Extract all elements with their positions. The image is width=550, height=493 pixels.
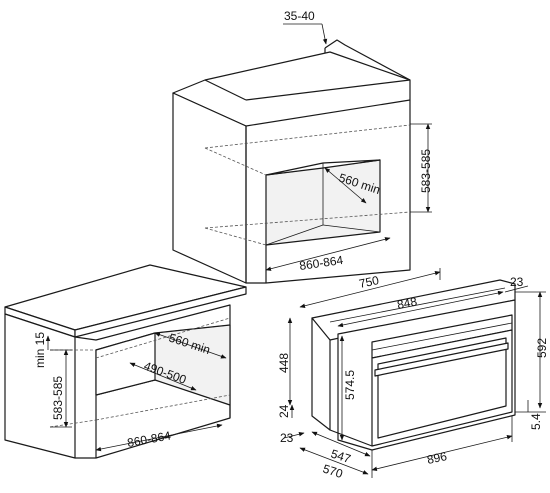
dim-wall-niche-width: 860-864 [298,253,344,273]
dim-oven-foot: 5.4 [529,413,543,430]
dim-oven-body-height: 448 [277,353,291,373]
dim-oven-total-depth: 750 [358,273,381,291]
dim-oven-height: 592 [535,338,549,358]
dim-wall-niche-height: 583-585 [419,149,433,193]
dim-oven-depth-570: 570 [321,462,345,482]
oven-dimensions: 750 848 23 592 5.4 448 574.5 24 23 547 5 [277,268,549,481]
dim-oven-front-height: 574.5 [343,370,357,400]
dim-oven-front-width: 896 [426,449,449,467]
dim-oven-side-offset: 23 [510,275,524,289]
dim-oven-base-offset: 23 [280,431,294,445]
dim-niche-top-recess: 35-40 [284,9,315,23]
dim-undercounter-width: 860-864 [126,428,172,449]
dim-oven-bottom-gap: 24 [277,404,291,418]
wall-niche-cabinet [172,39,411,284]
dim-undercounter-min-gap: min 15 [33,332,47,368]
dim-undercounter-height: 583-585 [51,376,65,420]
dim-oven-body-width: 848 [396,294,419,312]
